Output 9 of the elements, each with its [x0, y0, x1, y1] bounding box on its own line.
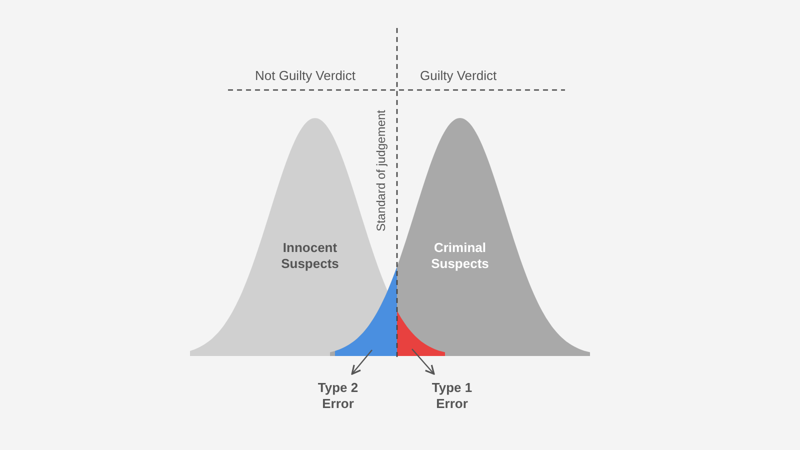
axis-label: Standard of judgement — [374, 110, 388, 232]
error-label: Type 1 Error — [430, 380, 474, 412]
arrow — [351, 350, 372, 375]
curve-label: Criminal Suspects — [430, 240, 490, 272]
error-label: Type 2 Error — [316, 380, 360, 412]
verdict-label: Guilty Verdict — [420, 68, 497, 83]
curve-label: Innocent Suspects — [280, 240, 340, 272]
verdict-label: Not Guilty Verdict — [255, 68, 356, 83]
arrow — [412, 348, 435, 375]
